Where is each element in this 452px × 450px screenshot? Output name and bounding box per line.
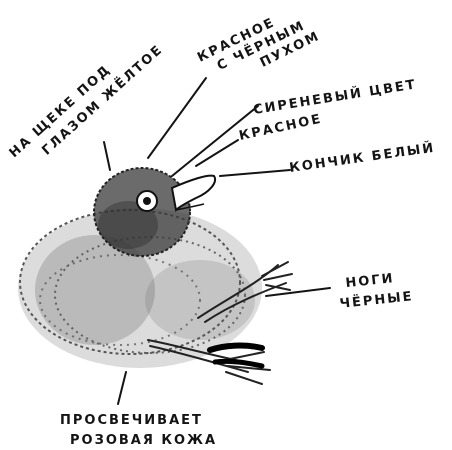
pointer-cheek [104, 142, 110, 170]
chick-beak [172, 176, 215, 210]
pointer-tip [220, 170, 290, 176]
label-tip: кончик белый [288, 140, 436, 176]
label-legs-line1: ноги [345, 271, 395, 291]
label-red: красное [238, 112, 324, 144]
label-red-black: красное с чёрным пухом [195, 0, 322, 94]
label-skin: просвечивает розовая кожа [60, 413, 217, 448]
pointer-red-black [148, 78, 206, 158]
pointer-skin [118, 372, 126, 404]
label-skin-line1: просвечивает [60, 413, 203, 428]
label-skin-line2: розовая кожа [70, 433, 217, 448]
chick-illustration [18, 168, 292, 384]
label-legs-line2: чёрные [339, 288, 414, 312]
pointer-legs [266, 288, 330, 296]
chick-head [94, 168, 190, 256]
chick-eye [137, 191, 157, 211]
pointer-red [196, 140, 238, 166]
label-legs: ноги чёрные [337, 269, 414, 312]
label-cheek-line2: глазом жёлтое [39, 41, 167, 158]
label-cheek: На щеке под глазом жёлтое [7, 27, 167, 176]
label-lilac: сиреневый цвет [252, 76, 418, 118]
